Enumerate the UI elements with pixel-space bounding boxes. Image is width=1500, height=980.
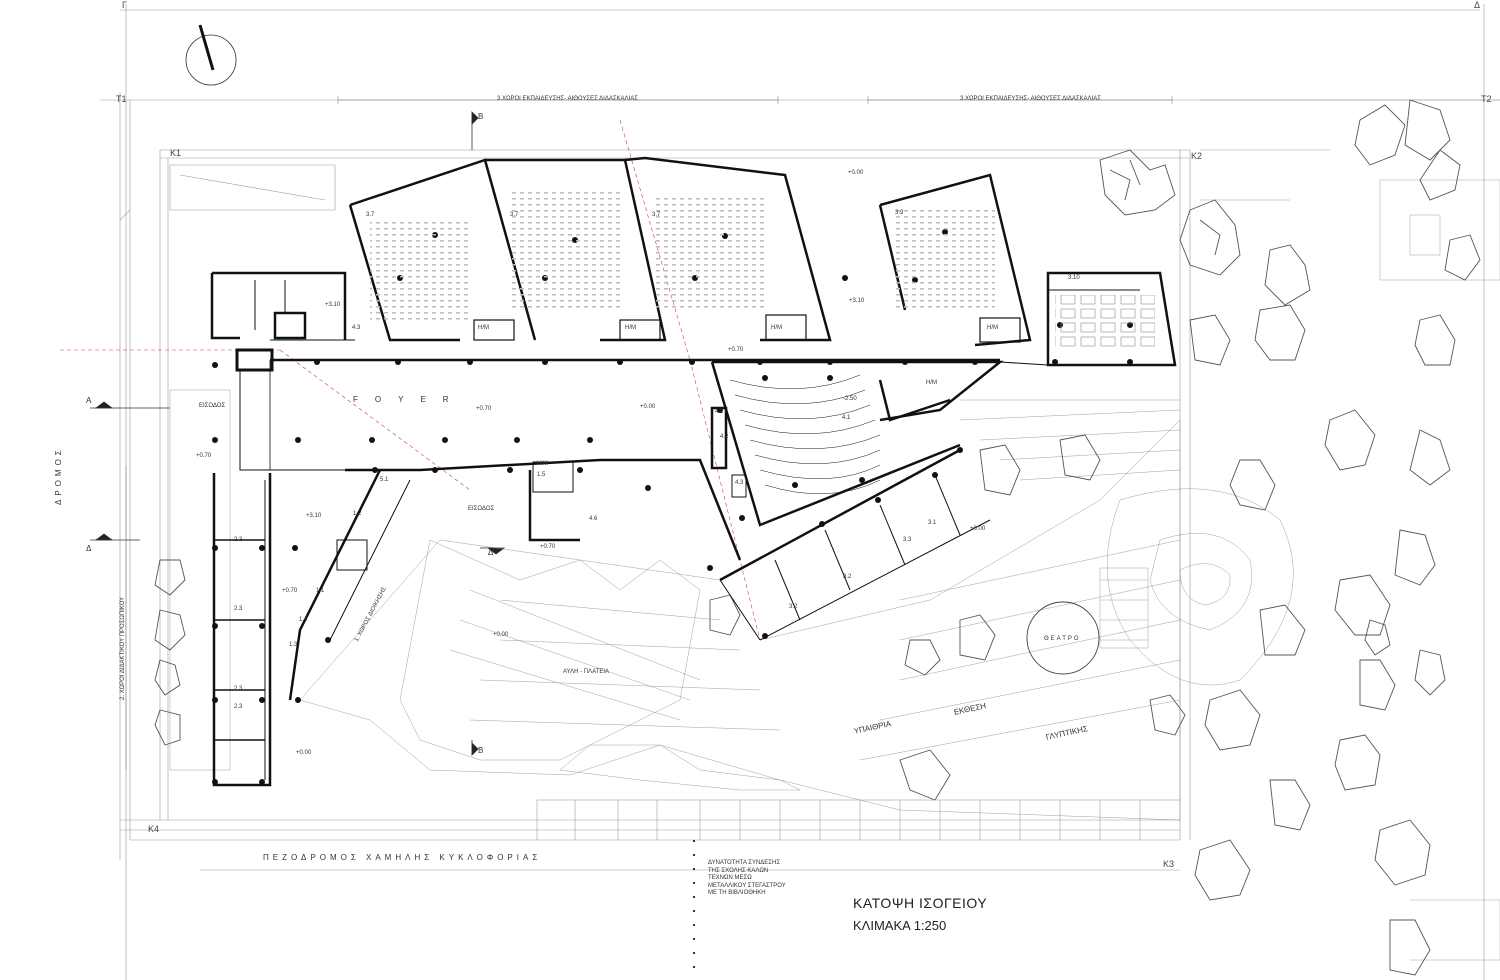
connection-note: ΔΥΝΑΤΟΤΗΤΑ ΣΥΝΔΕΣΗΣ ΤΗΣ ΣΧΟΛΗΣ ΚΑΛΩΝ ΤΕΧ…: [708, 860, 786, 898]
level-marker: +3.10: [849, 298, 865, 304]
foyer-label: FOYER: [353, 395, 466, 404]
connection-note-line: ΤΗΣ ΣΧΟΛΗΣ ΚΑΛΩΝ: [708, 867, 769, 874]
room-number: 4.6: [589, 516, 598, 522]
connection-note-line: ΜΕ ΤΗ ΒΙΒΛΙΟΘΗΚΗ: [708, 890, 766, 896]
room-number: 1.5: [537, 472, 546, 478]
grid-label-k2: Κ2: [1191, 151, 1203, 161]
grid-label-k3: Κ3: [1163, 859, 1175, 869]
grid-label-top-left: Γ: [122, 0, 127, 10]
entrance-south-label: ΕΙΣΟΔΟΣ: [468, 506, 495, 512]
section-a-label: Α: [86, 396, 92, 405]
courtyard-label: ΑΥΛΗ - ΠΛΑΤΕΙΑ: [563, 669, 610, 675]
room-number: 3.3: [903, 537, 912, 543]
level-marker: +0.00: [640, 404, 656, 410]
room-number: 4.3: [735, 480, 744, 486]
theatre-circle: [1026, 601, 1100, 675]
room-number: 4.2: [715, 409, 724, 415]
section-d-label: Δ: [86, 544, 92, 553]
section-b-top-label: Β: [478, 112, 484, 121]
hm-label: Η/Μ: [987, 325, 998, 331]
room-number: 5.1: [380, 477, 389, 483]
site-frame: [100, 4, 1500, 980]
room-number: 1.4: [299, 617, 308, 623]
zone-label-admin: 2. ΧΩΡΟΙ ΔΙΔΑΚΤΙΚΟΥ ΠΡΟΣΩΠΙΚΟΥ: [120, 596, 126, 700]
columns: [212, 229, 1133, 785]
level-marker: +3.10: [325, 302, 341, 308]
room-number: 1.2: [353, 511, 362, 517]
classroom-seating: [370, 190, 1155, 350]
section-cuts: [90, 111, 506, 756]
room-number: 2.3: [234, 606, 243, 612]
street-details: [536, 799, 1180, 975]
room-number: 2.3: [234, 686, 243, 692]
room-number: 1.3: [289, 642, 298, 648]
zone-label-teaching-right: 3.ΧΩΡΟΙ ΕΚΠΑΙΔΕΥΣΗΣ- ΑΙΘΟΥΣΕΣ ΔΙΔΑΣΚΑΛΙΑ…: [960, 96, 1101, 102]
room-number: 3.2: [789, 604, 798, 610]
hm-label: Η/Μ: [537, 461, 548, 467]
room-number: 4.3: [352, 325, 361, 331]
hm-label: Η/Μ: [926, 380, 937, 386]
level-marker: +0.00: [493, 632, 509, 638]
level-marker: +3.10: [306, 513, 322, 519]
level-marker: +0.70: [282, 588, 298, 594]
level-marker: -2.50: [843, 396, 857, 402]
zone-dimension-lines: [125, 96, 1173, 770]
room-number: 2.3: [234, 537, 243, 543]
hm-label: Η/Μ: [478, 325, 489, 331]
section-b-bottom-label: Β: [478, 746, 484, 755]
entrance-west-label: ΕΙΣΟΔΟΣ: [199, 403, 226, 409]
level-marker: +0.00: [970, 526, 986, 532]
room-number: 3.10: [1068, 275, 1080, 281]
road-south-label: ΠΕΖΟΔΡΟΜΟΣ ΧΑΜΗΛΗΣ ΚΥΚΛΟΦΟΡΙΑΣ: [263, 853, 542, 862]
level-marker: +0.70: [196, 453, 212, 459]
section-d-right-label: Δ: [488, 548, 494, 557]
room-number: 3.7: [366, 212, 375, 218]
trees: [154, 99, 1481, 976]
hm-label: Η/Μ: [625, 325, 636, 331]
grid-label-k1: Κ1: [170, 148, 182, 158]
grid-label-t1: Τ1: [116, 94, 127, 104]
room-number: 3.2: [843, 574, 852, 580]
level-marker: +0.00: [296, 750, 312, 756]
room-number: 4.1: [842, 415, 851, 421]
drawing-title: ΚΑΤΟΨΗ ΙΣΟΓΕΙΟΥ: [853, 895, 988, 911]
grid-label-t2: Τ2: [1481, 94, 1492, 104]
level-marker: +0.70: [728, 347, 744, 353]
zone-label-teaching-left: 3.ΧΩΡΟΙ ΕΚΠΑΙΔΕΥΣΗΣ- ΑΙΘΟΥΣΕΣ ΔΙΔΑΣΚΑΛΙΑ…: [497, 96, 638, 102]
hm-label: Η/Μ: [771, 325, 782, 331]
connection-note-line: ΜΕΤΑΛΛΙΚΟΥ ΣΤΕΓΑΣΤΡΟΥ: [708, 882, 786, 889]
landscape-hatching: [169, 99, 1500, 961]
building-walls: [210, 156, 1177, 787]
theatre-label: ΘΕΑΤΡΟ: [1044, 636, 1081, 642]
drawing-scale: ΚΛΙΜΑΚΑ 1:250: [853, 918, 947, 933]
level-marker: +0.70: [476, 406, 492, 412]
connection-note-line: ΤΕΧΝΩΝ ΜΕΣΩ: [708, 875, 752, 881]
road-west-label: ΔΡΟΜΟΣ: [54, 446, 63, 505]
room-number: 3.9: [895, 210, 904, 216]
room-number: 1.1: [316, 588, 325, 594]
room-number: 3.7: [510, 212, 519, 218]
connection-note-line: ΔΥΝΑΤΟΤΗΤΑ ΣΥΝΔΕΣΗΣ: [708, 860, 781, 866]
room-number: 2.3: [234, 704, 243, 710]
room-number: 3.7: [652, 212, 661, 218]
level-marker: +0.70: [540, 544, 556, 550]
grid-label-k4: Κ4: [148, 824, 160, 834]
room-number: 3.1: [928, 520, 937, 526]
north-arrow: [185, 24, 237, 86]
grid-label-top-right: Δ: [1474, 0, 1481, 10]
room-number: 4.2: [720, 434, 729, 440]
level-marker: +0.00: [848, 170, 864, 176]
